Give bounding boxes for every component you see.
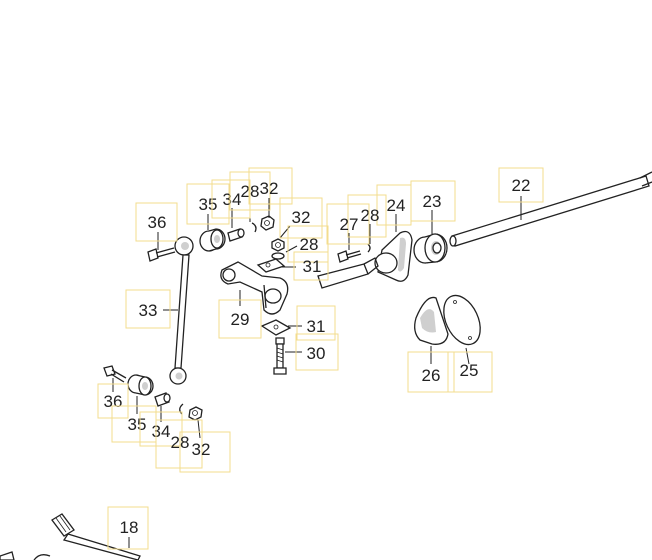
callout-label: 28 [361, 206, 380, 225]
part-35-bushing-lower [127, 374, 154, 396]
callout-label: 28 [241, 182, 260, 201]
part-33-link [169, 236, 194, 385]
callout-label: 27 [340, 215, 359, 234]
callout-label: 36 [104, 392, 123, 411]
callout-label: 32 [292, 208, 311, 227]
part-34-sleeve-lower [154, 392, 171, 407]
callout-35-lower: 35 [111, 405, 157, 443]
part-31-plate-lower [260, 319, 292, 336]
part-28-washer-lower [179, 403, 184, 415]
part-29-lever [220, 261, 289, 315]
callout-30: 30 [295, 333, 339, 371]
callout-35-upper: 35 [186, 183, 230, 225]
callout-33: 33 [125, 289, 171, 329]
part-26-cover [414, 296, 449, 345]
callout-label: 23 [423, 192, 442, 211]
callout-31-upper: 31 [293, 251, 329, 281]
callout-18: 18 [107, 506, 149, 550]
callout-label: 33 [139, 301, 158, 320]
callout-24: 24 [376, 184, 412, 226]
callout-32-lever: 32 [279, 197, 323, 239]
callout-label: 26 [422, 366, 441, 385]
callout-25: 25 [447, 351, 493, 393]
part-32-nut-upper [260, 215, 275, 231]
part-36-bolt-lower [103, 365, 127, 383]
callout-32-lower: 32 [179, 431, 231, 473]
callout-label: 34 [152, 422, 171, 441]
callout-26: 26 [407, 351, 455, 393]
callout-28-lever: 28 [287, 225, 329, 263]
part-28-washer-upper [251, 222, 257, 233]
callout-32-upper: 32 [248, 167, 293, 205]
callout-label: 18 [120, 518, 139, 537]
callout-label: 24 [387, 196, 406, 215]
callout-label: 35 [128, 415, 147, 434]
callout-36-upper: 36 [135, 202, 178, 242]
part-35-bushing-upper [199, 228, 226, 252]
shift-rod-piece [317, 257, 379, 289]
callout-28-right: 28 [347, 194, 387, 238]
callout-label: 36 [148, 213, 167, 232]
callout-22: 22 [498, 167, 544, 203]
callout-label: 30 [307, 344, 326, 363]
callout-28-upper: 28 [229, 171, 271, 211]
part-32-nut-lever [271, 238, 285, 252]
part-22-rod [449, 171, 652, 247]
part-23-bushing [413, 233, 448, 264]
part-31-plate-upper [256, 258, 286, 273]
callout-label: 28 [300, 235, 319, 254]
part-24-housing [374, 230, 413, 282]
callout-label: 25 [460, 361, 479, 380]
part-28-washer [367, 243, 371, 253]
callout-34-upper: 34 [211, 179, 251, 219]
callout-label: 31 [307, 317, 326, 336]
callout-label: 22 [512, 176, 531, 195]
callout-31-lower: 31 [296, 305, 336, 341]
part-32-nut-lower [188, 406, 203, 421]
callout-29: 29 [218, 299, 262, 339]
part-30-bolt [273, 337, 287, 375]
callout-23: 23 [410, 180, 456, 222]
callout-label: 35 [199, 195, 218, 214]
callout-label: 29 [231, 310, 250, 329]
callout-label: 32 [192, 440, 211, 459]
part-25-gasket [443, 294, 481, 346]
part-28-washer-lever [271, 252, 285, 260]
part-36-bolt-upper [147, 247, 176, 262]
callout-label: 32 [260, 179, 279, 198]
callout-label: 31 [303, 257, 322, 276]
part-27-bolt [337, 250, 362, 263]
part-34-sleeve-upper [227, 228, 245, 242]
callout-label: 34 [223, 190, 242, 209]
callout-27: 27 [326, 203, 370, 245]
